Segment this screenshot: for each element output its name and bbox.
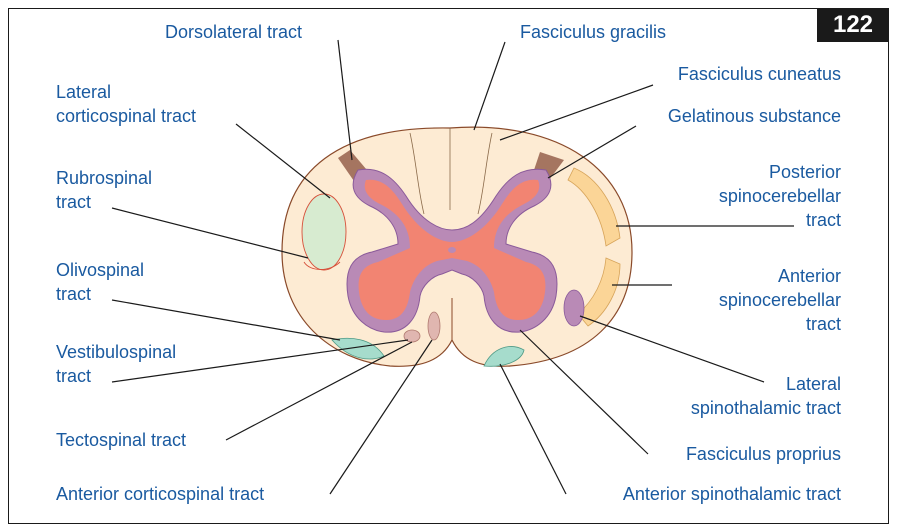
label-line: Anterior xyxy=(719,264,841,288)
label-line: corticospinal tract xyxy=(56,104,196,128)
label-fasciculus-cuneatus: Fasciculus cuneatus xyxy=(678,62,841,86)
label-vestibulospinal-tract: Vestibulospinal tract xyxy=(56,340,176,388)
leader-rubrospinal xyxy=(112,208,308,258)
label-line: Olivospinal xyxy=(56,258,144,282)
label-anterior-corticospinal-tract: Anterior corticospinal tract xyxy=(56,482,264,506)
label-anterior-spinothalamic-tract: Anterior spinothalamic tract xyxy=(623,482,841,506)
label-line: Lateral xyxy=(56,80,196,104)
label-line: Rubrospinal xyxy=(56,166,152,190)
leader-lateral-corticospinal xyxy=(236,124,330,198)
label-olivospinal-tract: Olivospinal tract xyxy=(56,258,144,306)
leader-gracilis xyxy=(474,42,505,130)
leader-cuneatus xyxy=(500,85,653,140)
label-lateral-corticospinal-tract: Lateral corticospinal tract xyxy=(56,80,196,128)
label-line: Vestibulospinal xyxy=(56,340,176,364)
label-dorsolateral-tract: Dorsolateral tract xyxy=(165,20,302,44)
label-gelatinous-substance: Gelatinous substance xyxy=(668,104,841,128)
leader-fasciculus-proprius xyxy=(520,330,648,454)
label-line: spinocerebellar xyxy=(719,288,841,312)
label-line: spinothalamic tract xyxy=(691,396,841,420)
label-rubrospinal-tract: Rubrospinal tract xyxy=(56,166,152,214)
label-fasciculus-gracilis: Fasciculus gracilis xyxy=(520,20,666,44)
label-line: tract xyxy=(719,312,841,336)
label-line: tract xyxy=(719,208,841,232)
anterior-corticospinal-tract xyxy=(428,312,440,340)
label-posterior-spinocerebellar-tract: Posterior spinocerebellar tract xyxy=(719,160,841,232)
label-line: Lateral xyxy=(691,372,841,396)
central-canal xyxy=(448,247,456,253)
leader-anterior-spinothalamic xyxy=(500,364,566,494)
label-line: Posterior xyxy=(719,160,841,184)
label-anterior-spinocerebellar-tract: Anterior spinocerebellar tract xyxy=(719,264,841,336)
label-fasciculus-proprius: Fasciculus proprius xyxy=(686,442,841,466)
leader-dorsolateral xyxy=(338,40,352,160)
lateral-corticospinal-tract xyxy=(302,194,346,270)
label-tectospinal-tract: Tectospinal tract xyxy=(56,428,186,452)
label-line: tract xyxy=(56,190,152,214)
leader-tectospinal xyxy=(226,342,412,440)
label-lateral-spinothalamic-tract: Lateral spinothalamic tract xyxy=(691,372,841,420)
lateral-spinothalamic-tract xyxy=(564,290,584,326)
label-line: spinocerebellar xyxy=(719,184,841,208)
label-line: tract xyxy=(56,282,144,306)
label-line: tract xyxy=(56,364,176,388)
